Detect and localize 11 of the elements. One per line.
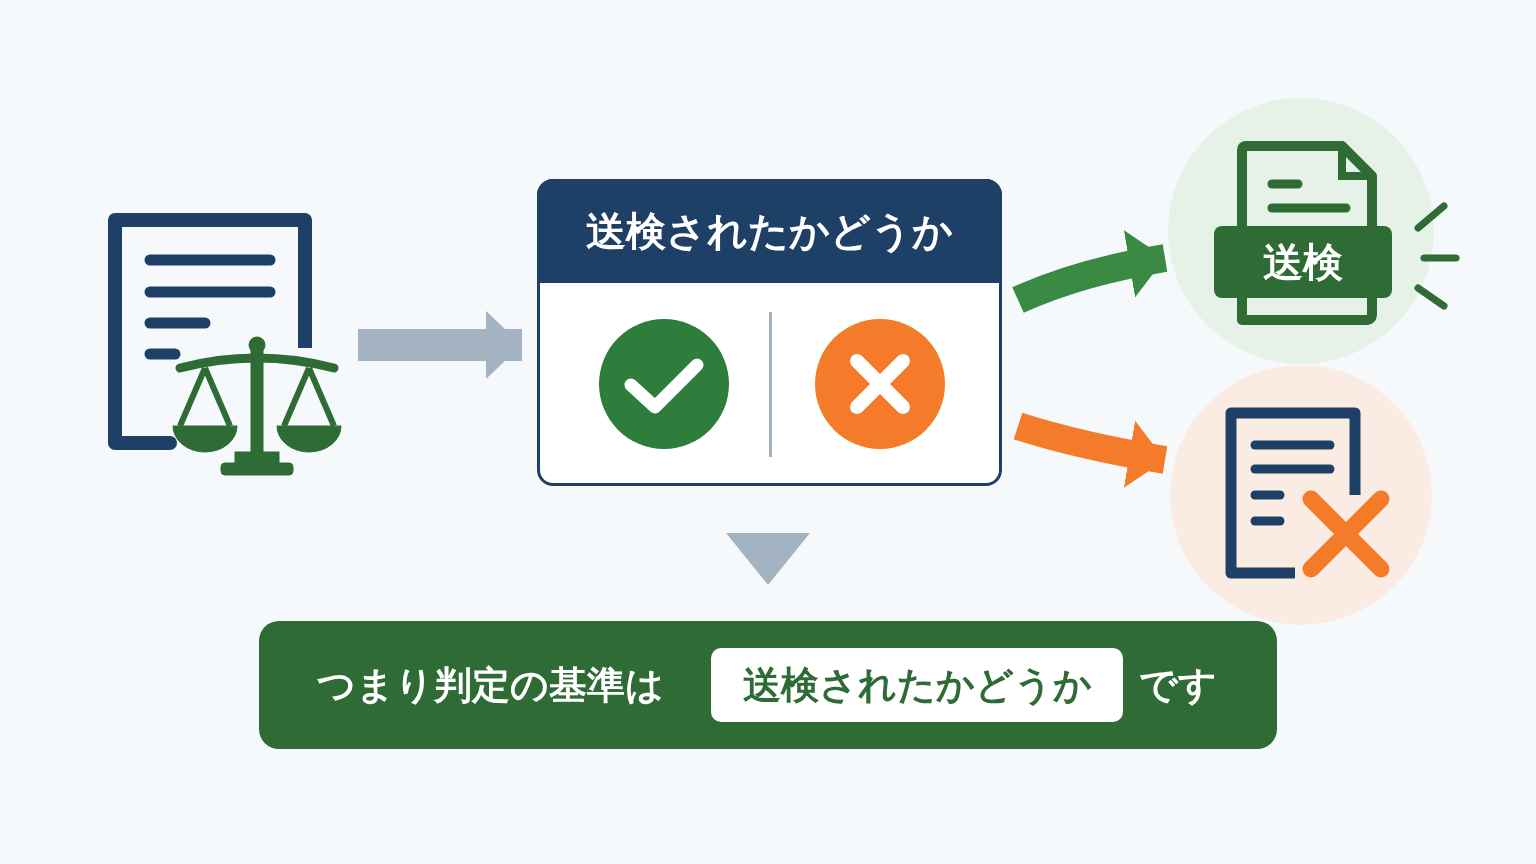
decision-panel (537, 179, 1002, 486)
arrow (1012, 230, 1168, 313)
label-tag: 送検 (1214, 226, 1392, 298)
arrow (1013, 412, 1168, 488)
summary-text: つまり判定の基準は (317, 662, 664, 709)
summary-bar (259, 621, 1277, 749)
summary-text: です (1139, 662, 1217, 709)
panel-title: 送検されたかどうか (537, 179, 1002, 283)
arrow (358, 311, 522, 379)
arrow (726, 533, 810, 585)
highlight-box: 送検されたかどうか (711, 648, 1123, 722)
